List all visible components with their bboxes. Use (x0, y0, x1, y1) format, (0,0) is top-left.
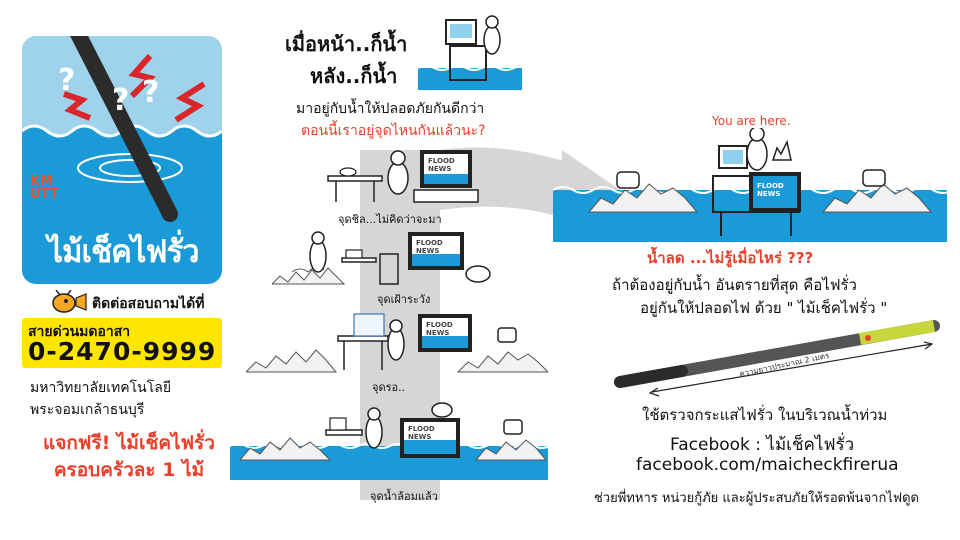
hotline-number[interactable]: 0-2470-9999 (28, 337, 217, 366)
headline-illustration (418, 15, 522, 90)
svg-text:?: ? (58, 63, 75, 98)
check-stick-illustration (614, 320, 940, 397)
caption-scene-3: จุดรอ.. (372, 381, 406, 394)
danger-line-1: ถ้าต้องอยู่กับน้ำ อันตรายที่สุด คือไฟรั่… (612, 276, 857, 294)
scene-chill: FLOOD NEWS (327, 150, 479, 203)
logo-title: ไม้เช็คไฟรั่ว (47, 234, 200, 270)
scene-2-tv-flood: FLOOD (416, 239, 443, 247)
hotline-box (22, 318, 222, 368)
water-recede-text: น้ำลด ...ไม่รู้เมื่อไหร่ ??? (647, 249, 814, 267)
subtitle-line-2: ตอนนี้เราอยู่จุดไหนกันแล้วนะ? (301, 123, 486, 139)
caption-scene-2: จุดเฝ้าระวัง (377, 293, 431, 306)
svg-text:?: ? (112, 83, 129, 118)
kmutt-line-1: KM (30, 174, 54, 189)
scene-4-tv-news: NEWS (408, 433, 431, 441)
free-line-2: ครอบครัวละ 1 ไม้ (53, 459, 205, 481)
svg-text:?: ? (142, 75, 159, 110)
you-are-here-label: You are here. (712, 114, 791, 128)
caption-scene-1: จุดชิล...ไม่คิดว่าจะมา (338, 213, 442, 226)
scene-1-tv-flood: FLOOD (428, 157, 455, 165)
scene-wait: FLOOD NEWS (246, 313, 548, 373)
scene-watch: FLOOD NEWS (272, 231, 491, 285)
scene-here-tv-news: NEWS (757, 190, 780, 198)
kmutt-line-2: UTT (30, 187, 59, 202)
free-line-1: แจกฟรี! ไม้เช็คไฟรั่ว (43, 432, 215, 454)
scene-2-tv-news: NEWS (416, 247, 439, 255)
logo-card: ? ? ? (22, 36, 222, 284)
scene-here-tv-flood: FLOOD (757, 182, 784, 190)
caption-scene-4: จุดน้ำล้อมแล้ว (370, 490, 438, 503)
logo-illustration: ? ? ? (22, 36, 222, 284)
free-offer: แจกฟรี! ไม้เช็คไฟรั่ว ครอบครัวละ 1 ไม้ (34, 430, 224, 484)
kmutt-logo: KM UTT (30, 175, 59, 201)
scene-3-tv-flood: FLOOD (426, 321, 453, 329)
university-line-2: พระจอมเกล้าธนบุรี (30, 402, 145, 418)
facebook-label[interactable]: Facebook : ไม้เช็คไฟรั่ว (670, 435, 855, 455)
facebook-url-link[interactable]: facebook.com/maicheckfirerua (636, 455, 899, 475)
university-line-1: มหาวิทยาลัยเทคโนโลยี (30, 380, 172, 396)
danger-line-2: อยู่กันให้ปลอดไฟ ด้วย " ไม้เช็คไฟรั่ว " (640, 299, 888, 317)
scene-surrounded: FLOOD NEWS (230, 402, 548, 480)
university-name: มหาวิทยาลัยเทคโนโลยี พระจอมเกล้าธนบุรี (30, 377, 171, 421)
subtitle-line-1: มาอยู่กับน้ำให้ปลอดภัยกันดีกว่า (296, 101, 485, 117)
help-text: ช่วยพี่ทหาร หน่วยกู้ภัย และผู้ประสบภัยให… (594, 491, 919, 506)
headline-line-2: หลัง..ก็น้ำ (310, 64, 398, 88)
hotline-label: สายด่วนมดอาสา (28, 324, 131, 340)
contact-text: ติดต่อสอบถามได้ที่ (92, 296, 205, 312)
headline-line-1: เมื่อหน้า..ก็น้ำ (285, 32, 408, 56)
scene-1-tv-news: NEWS (428, 165, 451, 173)
scene-3-tv-news: NEWS (426, 329, 449, 337)
check-usage-text: ใช้ตรวจกระแสไฟรั่ว ในบริเวณน้ำท่วม (642, 406, 888, 424)
scene-4-tv-flood: FLOOD (408, 425, 435, 433)
scene-here: FLOOD NEWS (553, 128, 947, 242)
ant-mascot-icon (52, 290, 87, 313)
